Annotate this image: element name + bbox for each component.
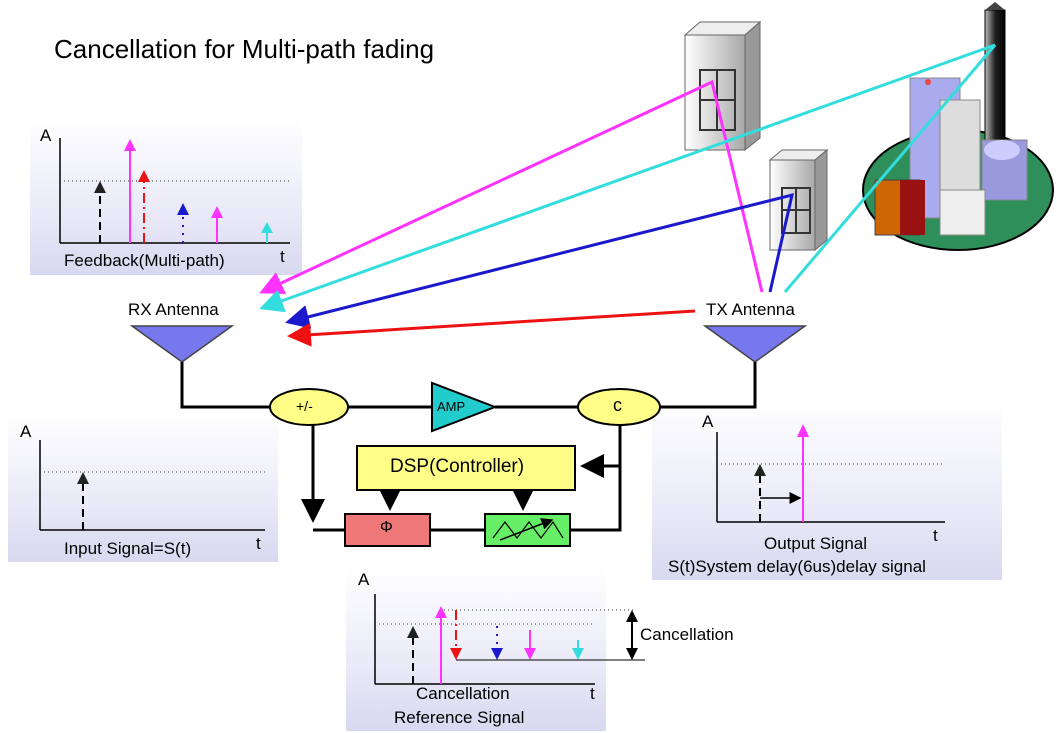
dsp-controller-block <box>356 445 576 491</box>
tx-antenna-label: TX Antenna <box>706 300 795 319</box>
feedback-axis-y: A <box>40 126 52 145</box>
rx-antenna-icon <box>129 325 235 363</box>
reference-caption-line1: Cancellation <box>416 684 510 703</box>
summing-node <box>269 388 349 426</box>
output-plot <box>716 424 945 523</box>
phase-shifter-label: Φ <box>380 519 393 536</box>
output-caption-line2: S(t)System delay(6us)delay signal <box>668 557 926 576</box>
output-axis-y: A <box>702 412 714 431</box>
dsp-controller-label: DSP(Controller) <box>390 456 525 477</box>
input-plot <box>39 440 265 531</box>
output-panel <box>652 400 1002 580</box>
multipath-rays <box>259 43 997 347</box>
output-axis-x: t <box>933 526 938 545</box>
reference-axis-y: A <box>358 570 370 589</box>
feedback-plot <box>59 138 290 244</box>
feedback-axis-x: t <box>280 247 285 266</box>
input-panel <box>8 412 278 562</box>
reference-plot <box>374 594 645 685</box>
building-icon-lower <box>768 148 829 252</box>
city-icon <box>862 2 1054 251</box>
coupler-label: c <box>613 395 622 415</box>
feedback-caption: Feedback(Multi-path) <box>64 251 225 270</box>
input-caption: Input Signal=S(t) <box>64 539 192 558</box>
input-axis-y: A <box>20 422 32 441</box>
reference-axis-x: t <box>590 684 595 703</box>
diagram-title: Cancellation for Multi-path fading <box>54 34 435 64</box>
signal-wiring <box>180 362 757 532</box>
reference-cancellation-label: Cancellation <box>640 625 734 644</box>
reference-panel <box>346 566 606 731</box>
phase-shifter-block <box>344 513 431 547</box>
variable-filter-block <box>484 513 571 547</box>
amp-label: AMP <box>437 399 466 414</box>
tx-antenna-icon <box>702 325 808 363</box>
coupler-node <box>577 388 661 426</box>
input-axis-x: t <box>256 534 261 553</box>
output-caption-line1: Output Signal <box>764 534 868 553</box>
summing-node-label: +/- <box>296 398 313 414</box>
amp-block <box>431 381 498 433</box>
rx-antenna-label: RX Antenna <box>128 300 219 319</box>
feedback-panel <box>30 117 302 275</box>
reference-caption-line2: Reference Signal <box>394 708 525 727</box>
